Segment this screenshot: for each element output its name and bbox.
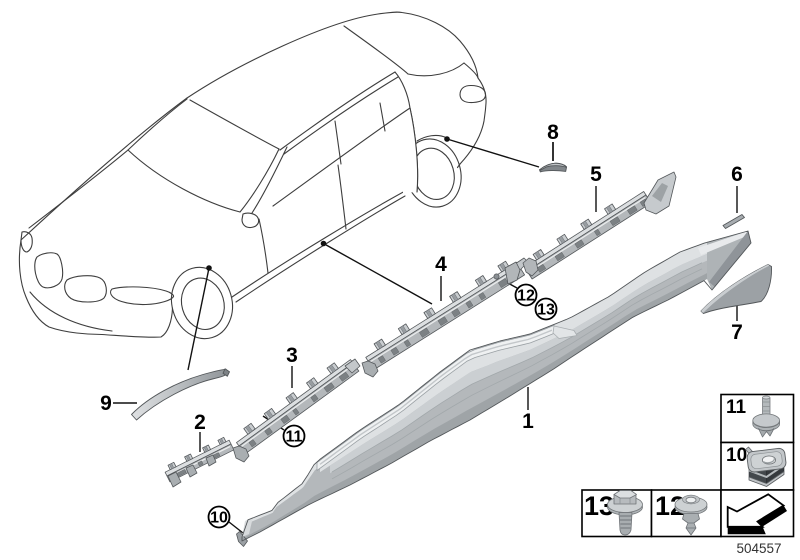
- svg-text:12: 12: [517, 288, 535, 305]
- svg-text:6: 6: [731, 163, 743, 186]
- svg-text:9: 9: [100, 392, 112, 415]
- svg-text:2: 2: [194, 411, 206, 434]
- svg-text:11: 11: [726, 397, 747, 418]
- svg-text:504557: 504557: [736, 541, 781, 556]
- svg-text:10: 10: [210, 510, 228, 527]
- svg-text:10: 10: [726, 445, 747, 466]
- svg-text:13: 13: [537, 302, 555, 319]
- svg-text:11: 11: [286, 429, 303, 446]
- svg-text:7: 7: [731, 321, 743, 344]
- svg-text:3: 3: [286, 344, 298, 367]
- svg-text:5: 5: [590, 163, 602, 186]
- svg-text:8: 8: [547, 121, 559, 144]
- svg-text:1: 1: [522, 410, 534, 433]
- svg-text:4: 4: [435, 253, 447, 276]
